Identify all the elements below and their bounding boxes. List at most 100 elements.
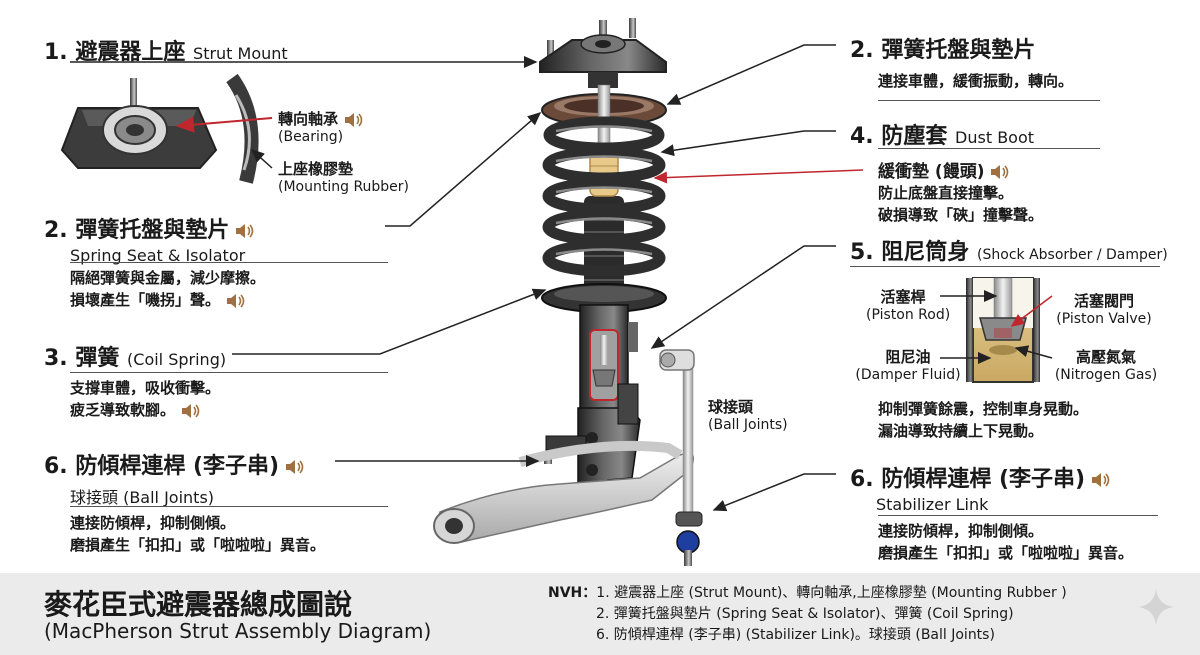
divider	[70, 506, 388, 507]
heading-en: Strut Mount	[193, 44, 288, 63]
diagram-title: 麥花臣式避震器總成圖說	[44, 588, 353, 621]
damper-heading: 5. 阻尼筒身 (Shock Absorber / Damper)	[850, 234, 1168, 266]
desc-line: 抑制彈簧餘震，控制車身晃動。	[878, 400, 1089, 418]
desc-line: 磨損產生「扣扣」或「啦啦啦」異音。	[878, 544, 1134, 562]
label-zh: 活塞閥門	[1073, 292, 1134, 310]
heading-zh: 防傾桿連桿 (李子串)	[881, 467, 1086, 492]
spring-seat-right-desc: 連接車體，緩衝振動，轉向。	[878, 70, 1073, 92]
desc-line: 損壞產生「嘰拐」聲。	[70, 291, 221, 309]
heading-zh: 彈簧托盤與墊片	[881, 38, 1036, 63]
bump-stop-section: 緩衝墊 (饅頭) 防止底盤直接撞擊。 破損導致「硤」撞擊聲。	[878, 157, 1043, 226]
label-zh: 高壓氮氣	[1075, 348, 1136, 366]
heading-en: Stabilizer Link	[876, 495, 989, 514]
desc-line: 疲乏導致軟腳。	[70, 401, 176, 419]
heading-number: 2.	[850, 38, 874, 63]
bearing-zh: 轉向軸承	[278, 110, 339, 128]
diagram-subtitle: (MacPherson Strut Assembly Diagram)	[44, 619, 432, 643]
strut-assembly-icon	[433, 18, 703, 566]
nvh-summary: NVH：1. 避震器上座 (Strut Mount)、轉向軸承,上座橡膠墊 (M…	[548, 583, 1067, 646]
heading-en: Spring Seat & Isolator	[70, 246, 246, 265]
damper-fluid-label: 阻尼油 (Damper Fluid)	[852, 346, 964, 383]
bearing-label: 轉向軸承 (Bearing)	[278, 108, 364, 145]
speaker-icon[interactable]	[235, 223, 255, 239]
desc-line: 連接防傾桿，抑制側傾。	[70, 514, 236, 532]
divider	[70, 372, 388, 373]
sparkle-icon	[1138, 589, 1174, 625]
label-en: (Piston Valve)	[1056, 311, 1152, 327]
heading-zh: 避震器上座	[75, 40, 186, 65]
bump-stop-label: 緩衝墊 (饅頭)	[878, 162, 985, 182]
speaker-icon[interactable]	[226, 293, 246, 309]
spring-seat-right-heading: 2. 彈簧托盤與墊片	[850, 32, 1035, 64]
heading-number: 6.	[850, 467, 874, 492]
speaker-icon[interactable]	[1091, 472, 1111, 488]
stabilizer-link-left-desc: 連接防傾桿，抑制側傾。 磨損產生「扣扣」或「啦啦啦」異音。	[70, 512, 325, 556]
strut-mount-heading: 1. 避震器上座 Strut Mount	[44, 34, 288, 66]
desc-line: 破損導致「硤」撞擊聲。	[878, 206, 1044, 224]
label-en: (Damper Fluid)	[855, 367, 961, 383]
divider	[878, 100, 1100, 101]
desc-line: 防止底盤直接撞擊。	[878, 184, 1014, 202]
heading-number: 6.	[44, 454, 68, 479]
nvh-line: 1. 避震器上座 (Strut Mount)、轉向軸承,上座橡膠墊 (Mount…	[596, 585, 1067, 601]
heading-en: (Shock Absorber / Damper)	[977, 247, 1168, 263]
spring-seat-desc: 隔絕彈簧與金屬，減少摩擦。 損壞產生「嘰拐」聲。	[70, 267, 265, 311]
dust-boot-heading: 4. 防塵套 Dust Boot	[850, 118, 1034, 150]
coil-spring-desc: 支撐車體，吸收衝擊。 疲乏導致軟腳。	[70, 377, 220, 421]
piston-valve-label: 活塞閥門 (Piston Valve)	[1054, 290, 1154, 327]
stabilizer-link-right-desc: 連接防傾桿，抑制側傾。 磨損產生「扣扣」或「啦啦啦」異音。	[878, 520, 1133, 564]
nvh-line: 6. 防傾桿連桿 (李子串) (Stabilizer Link)。球接頭 (Ba…	[596, 627, 995, 643]
nvh-line: 2. 彈簧托盤與墊片 (Spring Seat & Isolator)、彈簧 (…	[596, 606, 1014, 622]
speaker-icon[interactable]	[285, 459, 305, 475]
desc-line: 連接車體，緩衝振動，轉向。	[878, 72, 1074, 90]
nitrogen-label: 高壓氮氣 (Nitrogen Gas)	[1054, 346, 1158, 383]
heading-sub: 球接頭 (Ball Joints)	[70, 488, 215, 507]
divider	[878, 148, 1100, 149]
ball-joint-label: 球接頭 (Ball Joints)	[708, 396, 788, 433]
heading-zh: 彈簧	[75, 346, 120, 371]
heading-zh: 阻尼筒身	[881, 240, 970, 265]
label-zh: 活塞桿	[880, 288, 926, 306]
piston-rod-label: 活塞桿 (Piston Rod)	[866, 286, 951, 323]
rubber-zh: 上座橡膠墊	[278, 160, 354, 178]
damper-cutaway-icon	[966, 277, 1040, 383]
speaker-icon[interactable]	[181, 403, 201, 419]
heading-zh: 防塵套	[881, 124, 948, 149]
desc-line: 隔絕彈簧與金屬，減少摩擦。	[70, 269, 266, 287]
desc-line: 支撐車體，吸收衝擊。	[70, 379, 221, 397]
nvh-label: NVH：	[548, 585, 597, 601]
footer-bar: 麥花臣式避震器總成圖說 (MacPherson Strut Assembly D…	[0, 573, 1200, 655]
divider	[850, 266, 1160, 267]
label-en: (Nitrogen Gas)	[1054, 367, 1158, 383]
desc-line: 磨損產生「扣扣」或「啦啦啦」異音。	[70, 536, 326, 554]
damper-desc: 抑制彈簧餘震，控制車身晃動。 漏油導致持續上下晃動。	[878, 398, 1088, 442]
heading-number: 1.	[44, 40, 68, 65]
heading-zh: 彈簧托盤與墊片	[75, 218, 230, 243]
heading-zh: 防傾桿連桿 (李子串)	[75, 454, 280, 479]
heading-en: Dust Boot	[955, 128, 1035, 147]
mounting-rubber-label: 上座橡膠墊 (Mounting Rubber)	[278, 158, 409, 195]
desc-line: 漏油導致持續上下晃動。	[878, 422, 1044, 440]
heading-number: 5.	[850, 240, 874, 265]
bearing-en: (Bearing)	[278, 129, 344, 145]
strut-mount-closeup-icon	[60, 73, 259, 184]
strut-diagram	[60, 18, 1053, 566]
speaker-icon[interactable]	[344, 112, 364, 128]
divider	[878, 515, 1158, 516]
ball-en: (Ball Joints)	[708, 417, 788, 433]
heading-number: 2.	[44, 218, 68, 243]
heading-en: (Coil Spring)	[127, 350, 227, 369]
label-zh: 阻尼油	[885, 348, 931, 366]
speaker-icon[interactable]	[990, 164, 1010, 180]
stabilizer-link-left-section: 6. 防傾桿連桿 (李子串) 球接頭 (Ball Joints)	[44, 448, 305, 508]
spring-seat-section: 2. 彈簧托盤與墊片 Spring Seat & Isolator	[44, 212, 255, 265]
heading-number: 4.	[850, 124, 874, 149]
ball-zh: 球接頭	[708, 398, 754, 416]
heading-number: 3.	[44, 346, 68, 371]
divider	[70, 262, 388, 263]
desc-line: 連接防傾桿，抑制側傾。	[878, 522, 1044, 540]
rubber-en: (Mounting Rubber)	[278, 179, 410, 195]
coil-spring-heading: 3. 彈簧 (Coil Spring)	[44, 340, 226, 372]
stabilizer-link-right-section: 6. 防傾桿連桿 (李子串) Stabilizer Link	[850, 461, 1111, 514]
label-en: (Piston Rod)	[866, 307, 951, 323]
